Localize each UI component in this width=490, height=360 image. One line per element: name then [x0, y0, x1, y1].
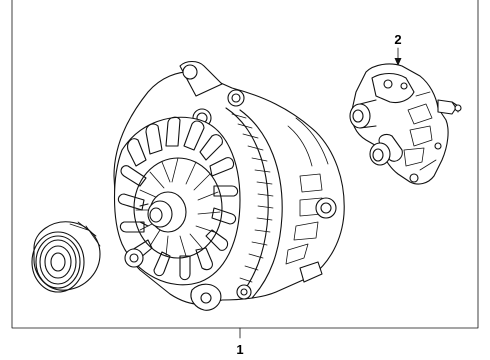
- pulley-icon: [31, 221, 101, 293]
- alternator-assembly-icon: [113, 60, 345, 311]
- voltage-regulator-icon: [349, 63, 462, 185]
- callout-2-arrow-icon: [394, 58, 402, 66]
- callout-2: 2: [394, 32, 402, 66]
- callout-1-label: 1: [236, 342, 243, 357]
- diagram-frame: [11, 0, 479, 339]
- callout-2-label: 2: [394, 32, 401, 47]
